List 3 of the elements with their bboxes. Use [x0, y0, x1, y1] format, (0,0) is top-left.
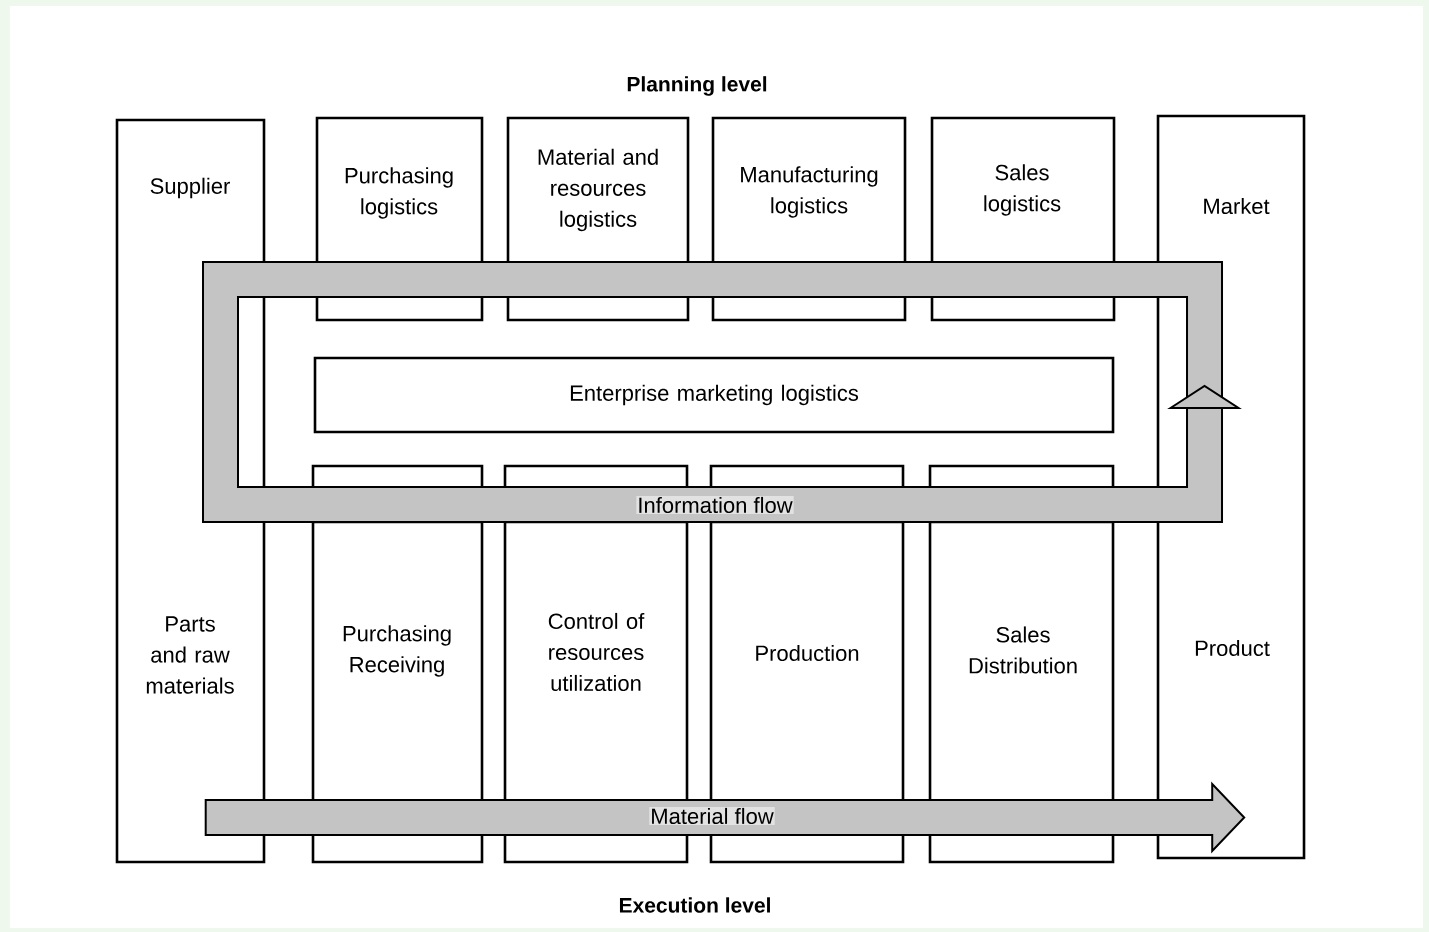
- level-heading: Planning level: [627, 76, 767, 96]
- material-flow-arrow: [204, 781, 1246, 854]
- level-heading: Execution level: [619, 897, 770, 913]
